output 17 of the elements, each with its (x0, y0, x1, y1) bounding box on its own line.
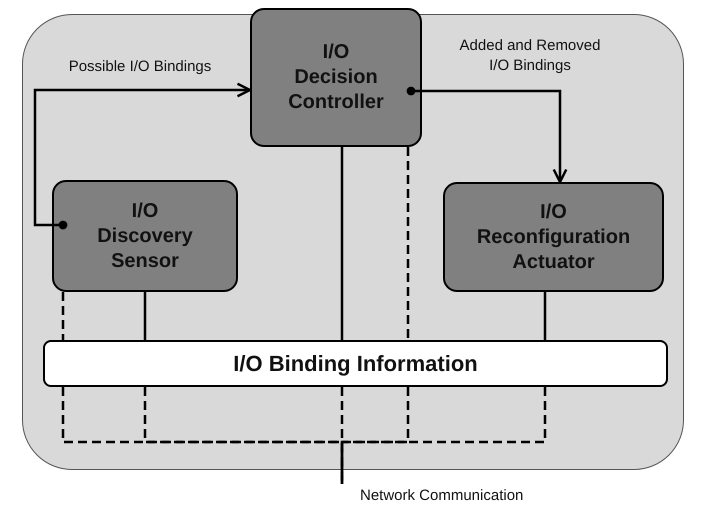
component-box (443, 182, 664, 292)
connector-line (340, 387, 546, 484)
arrow (34, 82, 252, 230)
information-bar (43, 340, 668, 387)
connector-line (62, 292, 64, 340)
node-label: I/O Decision Controller (287, 40, 385, 115)
arrow (406, 86, 568, 184)
connector-line (544, 292, 546, 340)
connector-line (340, 147, 344, 340)
component-box (52, 180, 238, 292)
component-box (250, 8, 422, 147)
node-label: I/O Discovery Sensor (96, 198, 194, 274)
node-label: I/O Binding Information (233, 350, 478, 378)
connector-line (144, 292, 146, 340)
node-label: I/O Reconfiguration Actuator (476, 200, 632, 274)
annotation-text: Network Communication (360, 486, 524, 506)
connector-line (406, 147, 410, 340)
